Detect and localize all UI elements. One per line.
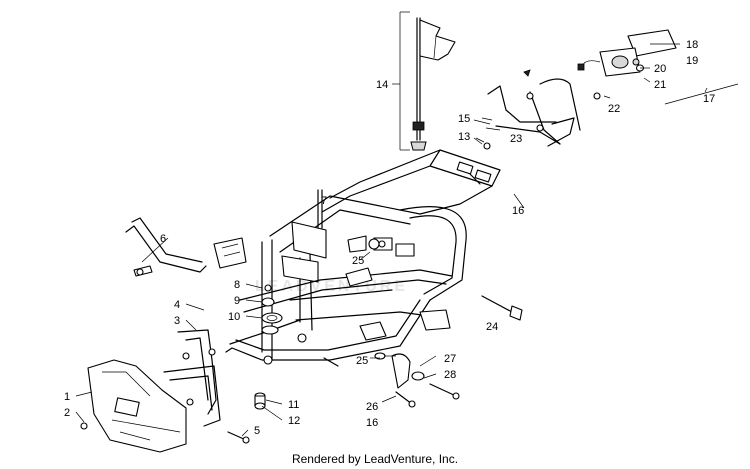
front-bumper (87, 359, 187, 453)
callout-8: 8 (234, 279, 240, 291)
callout-15: 15 (458, 113, 470, 125)
callout-20: 20 (654, 63, 666, 75)
flag-assembly (392, 11, 456, 151)
callout-12: 12 (288, 415, 300, 427)
callout-7: 7 (321, 195, 327, 207)
callout-10: 10 (228, 311, 240, 323)
callout-28: 28 (444, 369, 456, 381)
callout-17: 17 (703, 93, 715, 105)
callout-23: 23 (510, 133, 522, 145)
watermark: LEADVENTURE (255, 278, 409, 295)
callout-11: 11 (288, 399, 299, 411)
rear-bracket (475, 69, 581, 150)
callout-22: 22 (608, 103, 620, 115)
callout-18: 18 (686, 39, 698, 51)
callout-19: 19 (686, 55, 698, 67)
callout-27: 27 (444, 353, 456, 365)
long-bolt (481, 295, 523, 321)
callout-25-lower: 25 (356, 355, 368, 367)
bushing-set (261, 284, 283, 335)
tail-light-assembly (577, 29, 739, 105)
callout-25-upper: 25 (352, 255, 364, 267)
callout-3: 3 (174, 315, 180, 327)
lower-mount (374, 352, 460, 408)
callout-2: 2 (64, 407, 70, 419)
callout-16-bottom: 16 (366, 417, 378, 429)
callout-6: 6 (160, 233, 166, 245)
main-frame (225, 149, 501, 367)
callout-16-top: 16 (512, 205, 524, 217)
callout-24: 24 (486, 321, 498, 333)
callout-4: 4 (174, 299, 180, 311)
callout-9: 9 (234, 295, 240, 307)
rubber-mount (254, 392, 266, 410)
bumper-brackets (80, 329, 250, 444)
callout-14: 14 (376, 79, 388, 91)
callout-5: 5 (254, 425, 260, 437)
steering-stop (213, 237, 247, 269)
callout-21: 21 (654, 79, 666, 91)
callouts: 1 2 3 4 5 6 7 8 9 10 11 12 13 14 15 16 1… (64, 39, 715, 437)
footer-credit: Rendered by LeadVenture, Inc. (291, 452, 459, 466)
footrest-bracket (125, 217, 207, 277)
callout-1: 1 (64, 391, 70, 403)
callout-26: 26 (366, 401, 378, 413)
leader-lines (75, 119, 525, 437)
callout-13: 13 (458, 131, 470, 143)
